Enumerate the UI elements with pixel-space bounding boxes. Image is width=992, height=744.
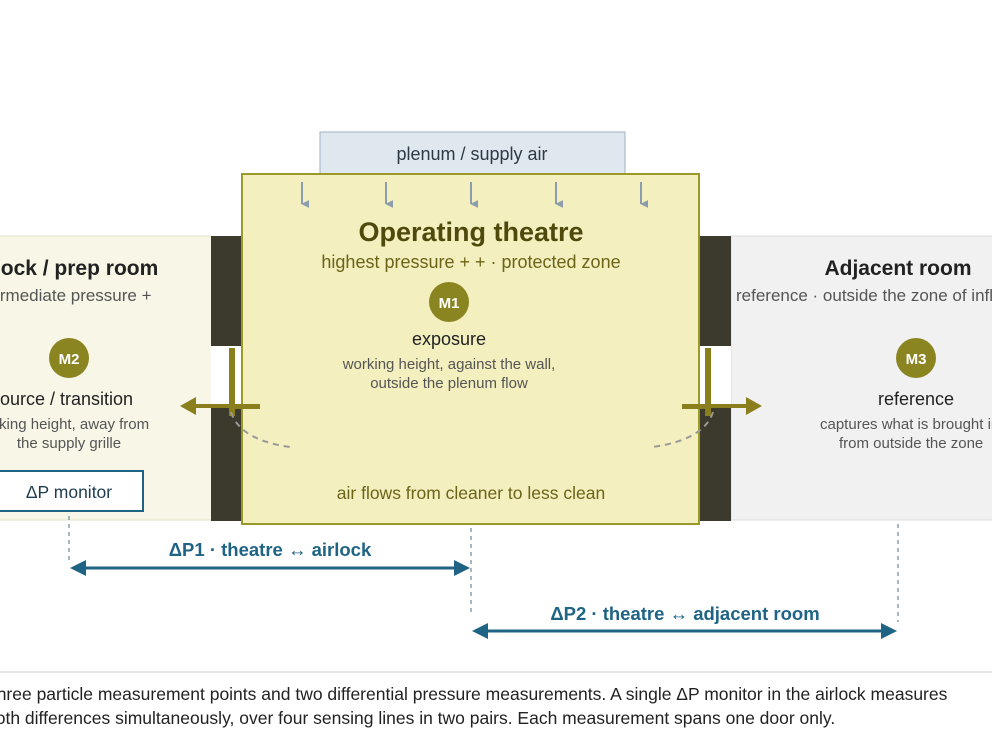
m2-point-title: source / transition <box>0 389 133 409</box>
airflow-note: air flows from cleaner to less clean <box>337 483 605 503</box>
caption-line-1: Three particle measurement points and tw… <box>0 684 948 704</box>
adjacent-room <box>730 235 992 521</box>
airlock-subtitle: intermediate pressure + <box>0 286 152 305</box>
doorway-left <box>211 346 243 406</box>
wall-right-upper <box>699 236 731 346</box>
wall-right-lower <box>699 406 731 521</box>
door-swing-arrow-icon <box>180 397 196 415</box>
m1-marker <box>429 282 469 322</box>
wall-left-lower <box>211 406 243 521</box>
m2-marker <box>49 338 89 378</box>
caption-line-2: both differences simultaneously, over fo… <box>0 708 836 728</box>
m2-point-desc-1: working height, away from <box>0 416 149 433</box>
m2-marker-label: M2 <box>59 351 80 368</box>
supply-air-arrows <box>301 182 649 208</box>
dp-monitor-box <box>0 470 144 512</box>
doorway-right <box>699 346 731 406</box>
m1-point-title: exposure <box>412 329 486 349</box>
dp1-label: ΔP1 · theatre ↔ airlock <box>169 539 372 560</box>
m3-point-desc-2: from outside the zone <box>839 435 983 452</box>
dp2-label: ΔP2 · theatre ↔ adjacent room <box>550 603 819 624</box>
m3-marker-label: M3 <box>906 351 927 368</box>
wall-left-upper <box>211 236 243 346</box>
theatre-title: Operating theatre <box>358 217 583 247</box>
figure-caption: Three particle measurement points and tw… <box>0 682 986 730</box>
right-door <box>651 348 762 448</box>
left-door <box>180 348 291 448</box>
m3-point-title: reference <box>878 389 954 409</box>
m3-marker <box>896 338 936 378</box>
m1-marker-label: M1 <box>439 295 460 312</box>
operating-theatre-room <box>241 173 700 525</box>
m3-point-desc-1: captures what is brought in <box>820 416 992 433</box>
adjacent-title: Adjacent room <box>824 257 971 280</box>
m1-point-desc-2: outside the plenum flow <box>370 375 528 392</box>
m2-point-desc-2: the supply grille <box>17 435 121 452</box>
m1-point-desc-1: working height, against the wall, <box>342 356 556 373</box>
plenum-label: plenum / supply air <box>396 144 547 164</box>
dp1-double-arrow-icon <box>70 560 470 576</box>
theatre-subtitle: highest pressure + + · protected zone <box>321 252 620 272</box>
plenum-box <box>319 131 626 175</box>
airlock-title: Airlock / prep room <box>0 257 158 280</box>
door-swing-arrow-icon <box>746 397 762 415</box>
dp-monitor-label: ΔP monitor <box>26 482 112 502</box>
dp2-double-arrow-icon <box>472 623 897 639</box>
adjacent-subtitle: reference · outside the zone of influenc… <box>736 286 992 305</box>
sensing-lines <box>68 516 899 622</box>
